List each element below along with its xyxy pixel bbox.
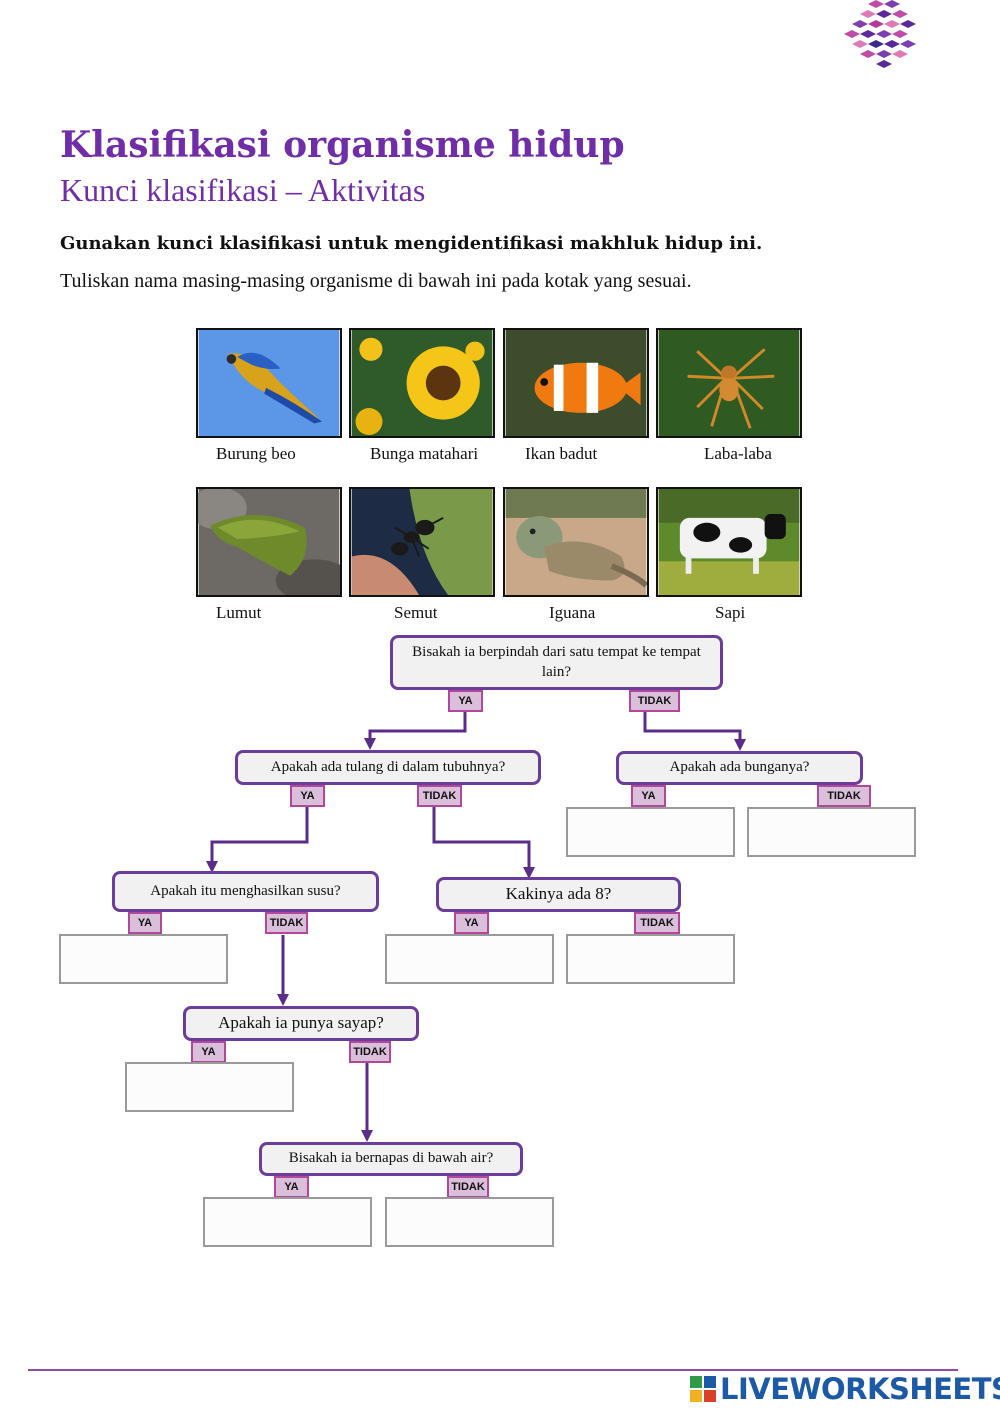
liveworksheets-logo-icon bbox=[690, 1376, 716, 1402]
wings-yes-tag: YA bbox=[191, 1041, 226, 1063]
answer-box-flower-yes[interactable] bbox=[566, 807, 735, 857]
answer-box-wings-yes[interactable] bbox=[125, 1062, 294, 1112]
caption-parrot: Burung beo bbox=[216, 444, 296, 463]
instruction-text: Gunakan kunci klasifikasi untuk mengiden… bbox=[60, 233, 763, 254]
answer-box-legs-yes[interactable] bbox=[385, 934, 554, 984]
move-no-tag: TIDAK bbox=[629, 690, 680, 712]
caption-iguana: Iguana bbox=[549, 603, 596, 622]
caption-clownfish: Ikan badut bbox=[525, 444, 598, 463]
breathe-no-tag: TIDAK bbox=[447, 1176, 489, 1198]
footer-divider bbox=[28, 1369, 958, 1371]
sub-instruction-text: Tuliskan nama masing-masing organisme di… bbox=[60, 270, 692, 292]
cow-photo bbox=[656, 487, 802, 597]
question-breathe: Bisakah ia bernapas di bawah air? bbox=[259, 1142, 523, 1176]
milk-yes-tag: YA bbox=[128, 912, 162, 934]
ant-photo bbox=[349, 487, 495, 597]
clownfish-photo bbox=[503, 328, 649, 438]
flower-no-tag: TIDAK bbox=[817, 785, 871, 807]
spider-photo bbox=[656, 328, 802, 438]
caption-sunflower: Bunga matahari bbox=[370, 444, 479, 463]
answer-box-flower-no[interactable] bbox=[747, 807, 916, 857]
brand-name: LIVEWORKSHEETS bbox=[720, 1372, 1000, 1406]
question-move: Bisakah ia berpindah dari satu tempat ke… bbox=[390, 635, 723, 690]
caption-moss: Lumut bbox=[216, 603, 262, 622]
answer-box-breathe-yes[interactable] bbox=[203, 1197, 372, 1247]
move-yes-tag: YA bbox=[448, 690, 483, 712]
caption-ant: Semut bbox=[394, 603, 438, 622]
question-milk: Apakah itu menghasilkan susu? bbox=[112, 871, 379, 912]
bones-yes-tag: YA bbox=[290, 785, 325, 807]
breathe-yes-tag: YA bbox=[274, 1176, 309, 1198]
answer-box-legs-no[interactable] bbox=[566, 934, 735, 984]
flower-yes-tag: YA bbox=[631, 785, 666, 807]
sunflower-photo bbox=[349, 328, 495, 438]
answer-box-breathe-no[interactable] bbox=[385, 1197, 554, 1247]
question-legs: Kakinya ada 8? bbox=[436, 877, 681, 912]
parrot-photo bbox=[196, 328, 342, 438]
iguana-photo bbox=[503, 487, 649, 597]
wings-no-tag: TIDAK bbox=[349, 1041, 391, 1063]
question-flower: Apakah ada bunganya? bbox=[616, 751, 863, 785]
milk-no-tag: TIDAK bbox=[265, 912, 308, 934]
legs-no-tag: TIDAK bbox=[634, 912, 680, 934]
publisher-logo-icon bbox=[844, 0, 916, 68]
caption-spider: Laba-laba bbox=[704, 444, 772, 463]
legs-yes-tag: YA bbox=[454, 912, 489, 934]
moss-photo bbox=[196, 487, 342, 597]
answer-box-milk-yes[interactable] bbox=[59, 934, 228, 984]
page-subtitle: Kunci klasifikasi – Aktivitas bbox=[60, 172, 426, 208]
page-title: Klasifikasi organisme hidup bbox=[60, 124, 625, 166]
footer-brand: LIVEWORKSHEETS bbox=[690, 1372, 1000, 1406]
caption-cow: Sapi bbox=[715, 603, 746, 622]
question-bones: Apakah ada tulang di dalam tubuhnya? bbox=[235, 750, 541, 785]
question-wings: Apakah ia punya sayap? bbox=[183, 1006, 419, 1041]
bones-no-tag: TIDAK bbox=[417, 785, 462, 807]
